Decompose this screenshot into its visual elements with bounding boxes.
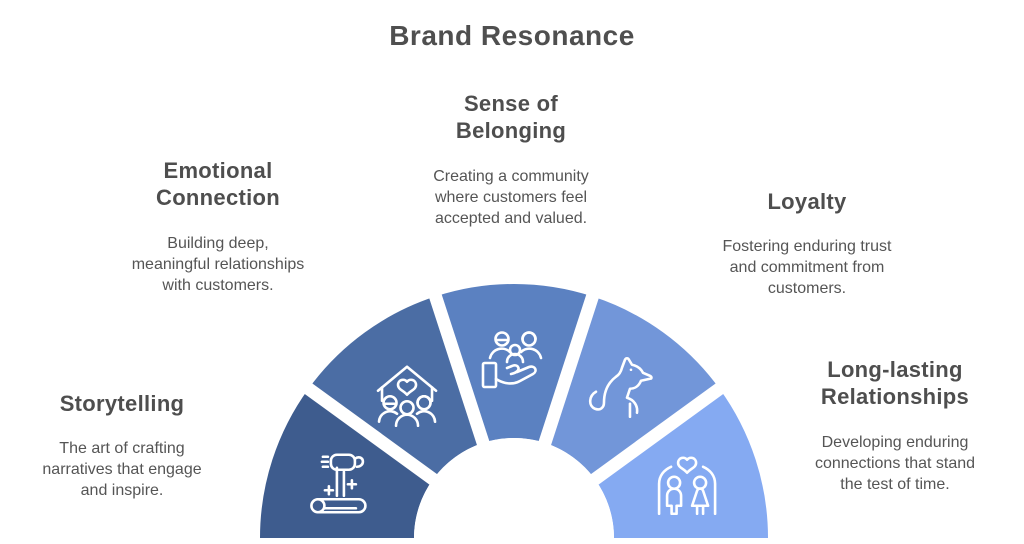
section-title: Sense of Belonging (455, 91, 567, 144)
section-description: Developing enduring connections that sta… (814, 433, 976, 493)
section-description: Creating a community where customers fee… (433, 167, 589, 227)
section-description: Building deep, meaningful relationships … (131, 234, 305, 294)
fan-segment-gap (579, 378, 730, 493)
fan-segment-gap (534, 286, 602, 459)
section-storytelling: Storytelling The art of crafting narrati… (22, 390, 222, 502)
section-description: The art of crafting narratives that enga… (42, 440, 202, 500)
fan-segment-gap (426, 286, 494, 459)
section-long-lasting-relationships: Long-lasting Relationships Developing en… (775, 356, 1015, 495)
section-sense-of-belonging: Sense of Belonging Creating a community … (391, 90, 631, 229)
section-loyalty: Loyalty Fostering enduring trust and com… (687, 188, 927, 300)
fan-inner-hole (414, 438, 614, 544)
section-title: Loyalty (767, 189, 847, 214)
section-title: Long-lasting Relationships (820, 357, 970, 410)
section-title: Storytelling (59, 391, 185, 416)
fan-segment-long-lasting-relationships (594, 388, 768, 538)
section-description: Fostering enduring trust and commitment … (722, 238, 892, 298)
fan-segment-storytelling (260, 388, 434, 538)
section-title: Emotional Connection (156, 158, 280, 211)
fan-segment-emotional-connection (308, 296, 484, 480)
section-emotional-connection: Emotional Connection Building deep, mean… (108, 157, 328, 296)
page-title: Brand Resonance (389, 20, 635, 51)
fan-segment-gap (298, 378, 449, 493)
